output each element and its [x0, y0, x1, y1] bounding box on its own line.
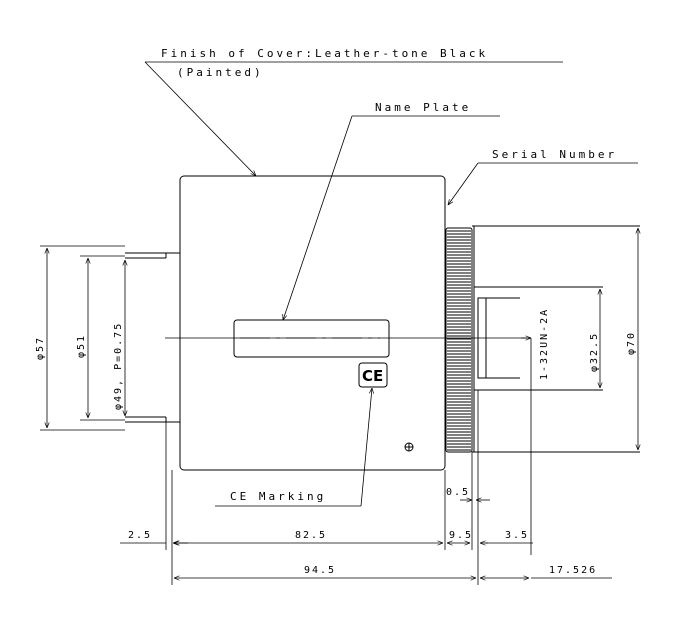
serial-number-label: Serial Number [492, 148, 617, 161]
dim-17-526: 17.526 [480, 565, 612, 578]
svg-text:9.5: 9.5 [449, 530, 473, 541]
svg-text:φ70: φ70 [626, 331, 637, 355]
svg-text:94.5: 94.5 [304, 565, 336, 576]
svg-text:82.5: 82.5 [295, 530, 327, 541]
ce-logo: CE [358, 362, 388, 388]
svg-text:2.5: 2.5 [128, 530, 152, 541]
finish-label: Finish of Cover:Leather-tone Black [161, 47, 488, 60]
knurled-ring [445, 227, 473, 453]
screw-symbol [404, 442, 414, 452]
dim-82-5: 82.5 [174, 530, 443, 543]
svg-text:φ57: φ57 [35, 336, 46, 360]
serial-leader [448, 162, 479, 205]
svg-text:φ51: φ51 [76, 334, 87, 358]
dim-phi70: φ70 [626, 228, 638, 450]
nameplate-leader [283, 115, 353, 320]
svg-text:17.526: 17.526 [549, 565, 597, 576]
svg-text:3.5: 3.5 [505, 530, 529, 541]
dim-phi32-5: φ32.5 [589, 289, 600, 388]
dim-phi57: φ57 [35, 245, 125, 431]
painted-label: (Painted) [177, 66, 264, 79]
svg-text:CE: CE [362, 367, 383, 385]
dim-2-5: 2.5 [120, 530, 188, 543]
dim-3-5: 3.5 [480, 530, 533, 543]
svg-text:φ49, P=0.75: φ49, P=0.75 [113, 322, 124, 410]
svg-text:0.5: 0.5 [446, 487, 470, 498]
dim-9-5: 9.5 [447, 530, 473, 543]
camera-body [179, 175, 446, 471]
ce-marking-label: CE Marking [230, 490, 326, 503]
name-plate [233, 319, 390, 358]
finish-leader [144, 61, 256, 176]
lens-mount [125, 252, 180, 423]
dim-thread: 1-32UN-2A [521, 308, 550, 555]
dim-0-5: 0.5 [446, 487, 490, 500]
ce-leader [360, 388, 372, 507]
dim-94-5: 94.5 [174, 565, 476, 578]
rear-flange [472, 225, 640, 453]
svg-text:φ32.5: φ32.5 [589, 332, 600, 372]
name-plate-label: Name Plate [375, 101, 471, 114]
dim-phi49: φ49, P=0.75 [113, 260, 125, 416]
svg-text:1-32UN-2A: 1-32UN-2A [539, 308, 550, 380]
dim-phi51: φ51 [76, 255, 125, 421]
